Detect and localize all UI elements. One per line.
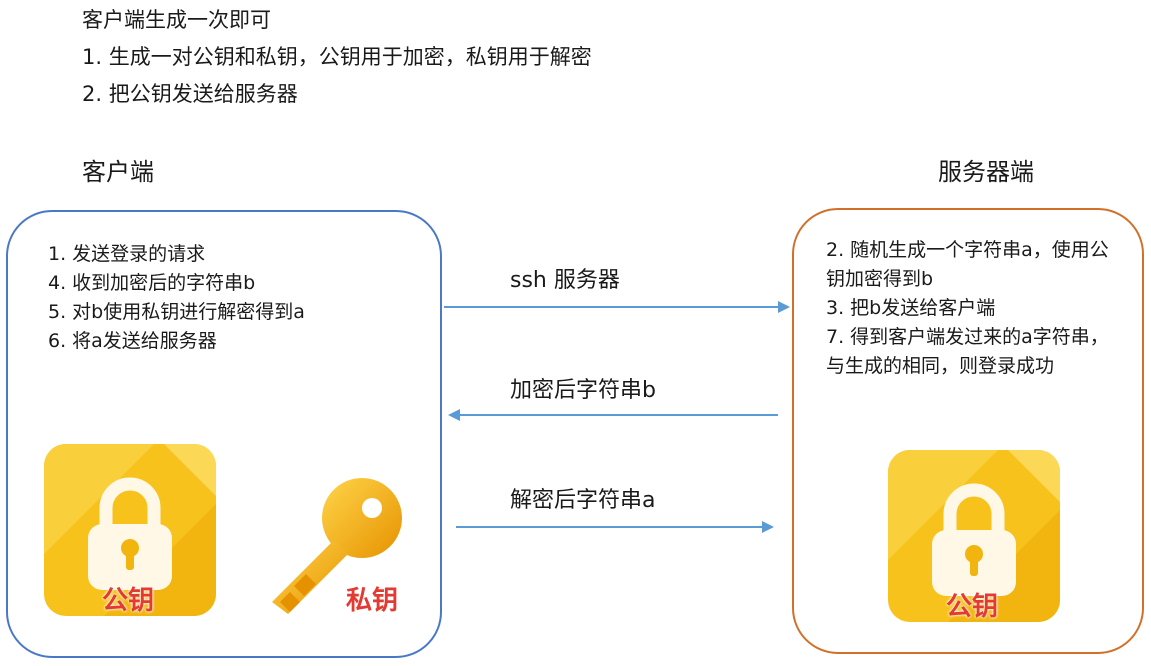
client-steps: 1. 发送登录的请求 4. 收到加密后的字符串b 5. 对b使用私钥进行解密得到… [48,240,305,356]
arrow-label-decrypted: 解密后字符串a [510,488,656,513]
client-public-key-label: 公钥 [102,586,155,616]
server-steps: 2. 随机生成一个字符串a，使用公钥加密得到b 3. 把b发送给客户端 7. 得… [826,236,1122,381]
arrow-label-ssh: ssh 服务器 [510,268,620,293]
client-step: 5. 对b使用私钥进行解密得到a [48,301,305,323]
server-step: 7. 得到客户端发过来的a字符串，与生成的相同，则登录成功 [826,326,1109,377]
server-title: 服务器端 [938,158,1034,186]
intro-line-2: 1. 生成一对公钥和私钥，公钥用于加密，私钥用于解密 [82,45,592,69]
intro-line-3: 2. 把公钥发送给服务器 [82,82,298,106]
client-step: 4. 收到加密后的字符串b [48,272,256,294]
client-step: 6. 将a发送给服务器 [48,330,217,352]
padlock-icon [888,450,1060,622]
server-public-key-label: 公钥 [946,592,999,622]
arrow-to-server-1 [444,301,790,313]
intro-line-1: 客户端生成一次即可 [82,8,271,32]
arrow-to-server-2 [456,521,774,533]
server-public-key-tile: 公钥 [888,450,1060,622]
arrow-label-encrypted: 加密后字符串b [510,378,656,403]
client-public-key-tile: 公钥 [44,444,216,616]
private-key-label: 私钥 [346,586,399,616]
server-step: 2. 随机生成一个字符串a，使用公钥加密得到b [826,239,1109,290]
server-step: 3. 把b发送给客户端 [826,297,996,319]
arrow-to-client [448,409,778,421]
server-box: 2. 随机生成一个字符串a，使用公钥加密得到b 3. 把b发送给客户端 7. 得… [792,208,1144,654]
client-title: 客户端 [82,158,154,186]
key-icon [272,478,402,614]
padlock-icon [44,444,216,616]
client-box: 1. 发送登录的请求 4. 收到加密后的字符串b 5. 对b使用私钥进行解密得到… [6,210,442,658]
client-step: 1. 发送登录的请求 [48,243,206,265]
